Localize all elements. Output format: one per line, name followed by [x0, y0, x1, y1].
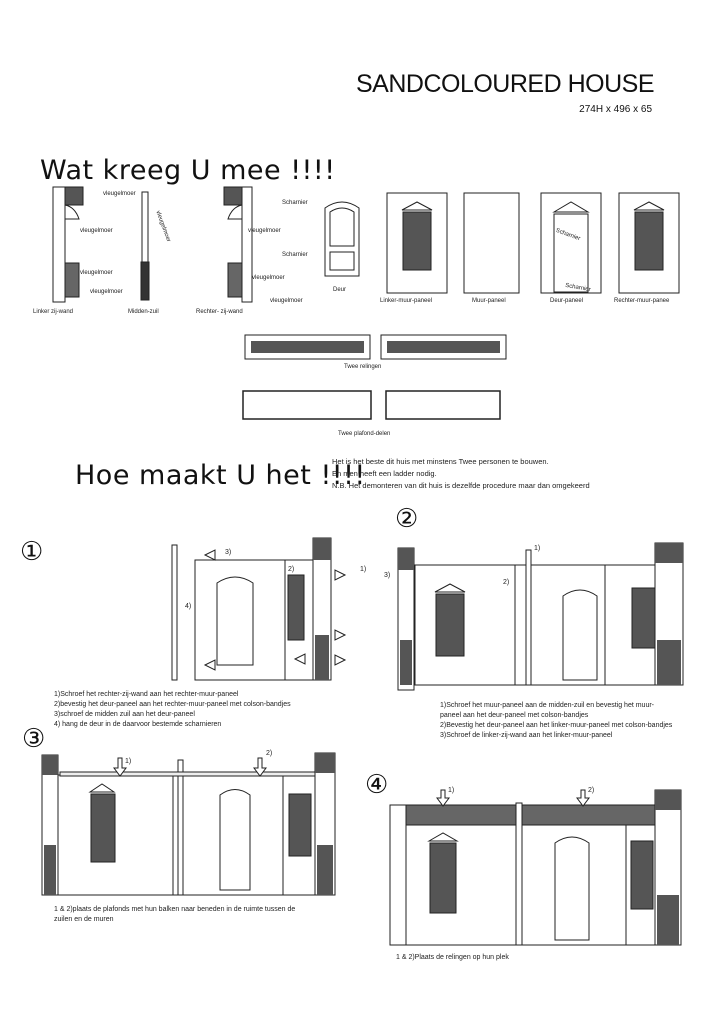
left-side-wall-drawing	[52, 186, 84, 303]
document-title: SANDCOLOURED HOUSE	[356, 70, 655, 98]
instruction-note-2: En men heeft een ladder nodig.	[332, 469, 437, 478]
step-2-caption-2: paneel aan het deur-paneel met colson-ba…	[440, 712, 589, 719]
door-drawing	[324, 201, 360, 277]
middle-post-drawing	[140, 191, 150, 301]
step-1-caption-1: 1)Schroef het rechter-zij-wand aan het r…	[54, 691, 239, 698]
callout-hinge-1: Scharnier	[282, 200, 308, 206]
step-2-mark-2: 2)	[503, 579, 510, 586]
step-3-drawing	[41, 752, 336, 896]
callout-wingnut-5: vleugelmoer	[154, 210, 172, 243]
callout-wingnut-8: vleugelmoer	[270, 298, 303, 304]
step-2-caption-3: 2)Bevestig het deur-paneel aan het linke…	[440, 722, 673, 729]
panels-drawing	[386, 192, 680, 294]
step-3-badge: ③	[22, 724, 46, 754]
parts-heading: Wat kreeg U mee !!!!	[40, 155, 336, 186]
ceilings-drawing	[242, 390, 501, 420]
label-door-panel: Deur-paneel	[550, 298, 584, 304]
right-side-wall-drawing	[223, 186, 253, 303]
step-4-badge: ④	[365, 770, 389, 800]
callout-hinge-2: Scharnier	[282, 252, 308, 258]
step-2-caption-1: 1)Schroef het muur-paneel aan de midden-…	[440, 702, 655, 709]
step-1-caption-3: 3)schroef de midden zuil aan het deur-pa…	[54, 711, 195, 718]
step-1-badge: ①	[20, 537, 44, 567]
label-door: Deur	[333, 287, 347, 293]
step-1-caption-2: 2)bevestig het deur-paneel aan het recht…	[54, 701, 291, 708]
step-1-mark-3: 3)	[225, 549, 232, 556]
step-4-drawing	[389, 789, 682, 946]
step-3-caption-1: 1 & 2)plaats de plafonds met hun balken …	[54, 906, 296, 913]
instruction-note-3: N.B. Het demonteren van dit huis is deze…	[332, 481, 590, 490]
label-right-panel: Rechter-muur-panee	[614, 298, 670, 304]
step-2-badge: ②	[395, 504, 419, 534]
label-railings: Twee relingen	[344, 364, 382, 370]
step-1-mark-2: 2)	[288, 566, 295, 573]
railings-drawing	[244, 334, 507, 360]
step-2-caption-4: 3)Schroef de linker-zij-wand aan het lin…	[440, 732, 613, 739]
step-1-drawing	[171, 537, 347, 681]
callout-wingnut-6: vleugelmoer	[248, 228, 281, 234]
step-2-drawing	[397, 542, 684, 691]
instruction-note-1: Het is het beste dit huis met minstens T…	[332, 457, 549, 466]
step-3-mark-1: 1)	[125, 758, 132, 765]
step-2-mark-3: 3)	[384, 572, 391, 579]
label-left-panel: Linker-muur-paneel	[380, 298, 433, 304]
callout-wingnut-2: vleugelmoer	[80, 228, 113, 234]
callout-wingnut-1: vleugelmoer	[103, 191, 136, 197]
callout-wingnut-4: vleugelmoer	[90, 289, 123, 295]
step-1-mark-4: 4)	[185, 603, 192, 610]
step-4-mark-1: 1)	[448, 787, 455, 794]
label-middle-post: Midden-zuil	[128, 309, 159, 315]
callout-wingnut-3: vleugelmoer	[80, 270, 113, 276]
label-wall-panel: Muur-paneel	[472, 298, 506, 304]
instructions-heading: Hoe maakt U het !!!!	[75, 460, 366, 491]
step-1-mark-1: 1)	[360, 566, 367, 573]
step-3-caption-2: zuilen en de muren	[54, 916, 114, 923]
step-4-mark-2: 2)	[588, 787, 595, 794]
label-left-wall: Linker zij-wand	[33, 309, 74, 315]
label-ceilings: Twee plafond-delen	[338, 431, 391, 437]
callout-wingnut-7: vleugelmoer	[252, 275, 285, 281]
dimensions-text: 274H x 496 x 65	[579, 104, 652, 115]
step-3-mark-2: 2)	[266, 750, 273, 757]
step-4-caption-1: 1 & 2)Plaats de relingen op hun plek	[396, 954, 509, 961]
step-1-caption-4: 4) hang de deur in de daarvoor bestemde …	[54, 721, 222, 728]
label-right-wall: Rechter- zij-wand	[196, 309, 243, 315]
step-2-mark-1: 1)	[534, 545, 541, 552]
